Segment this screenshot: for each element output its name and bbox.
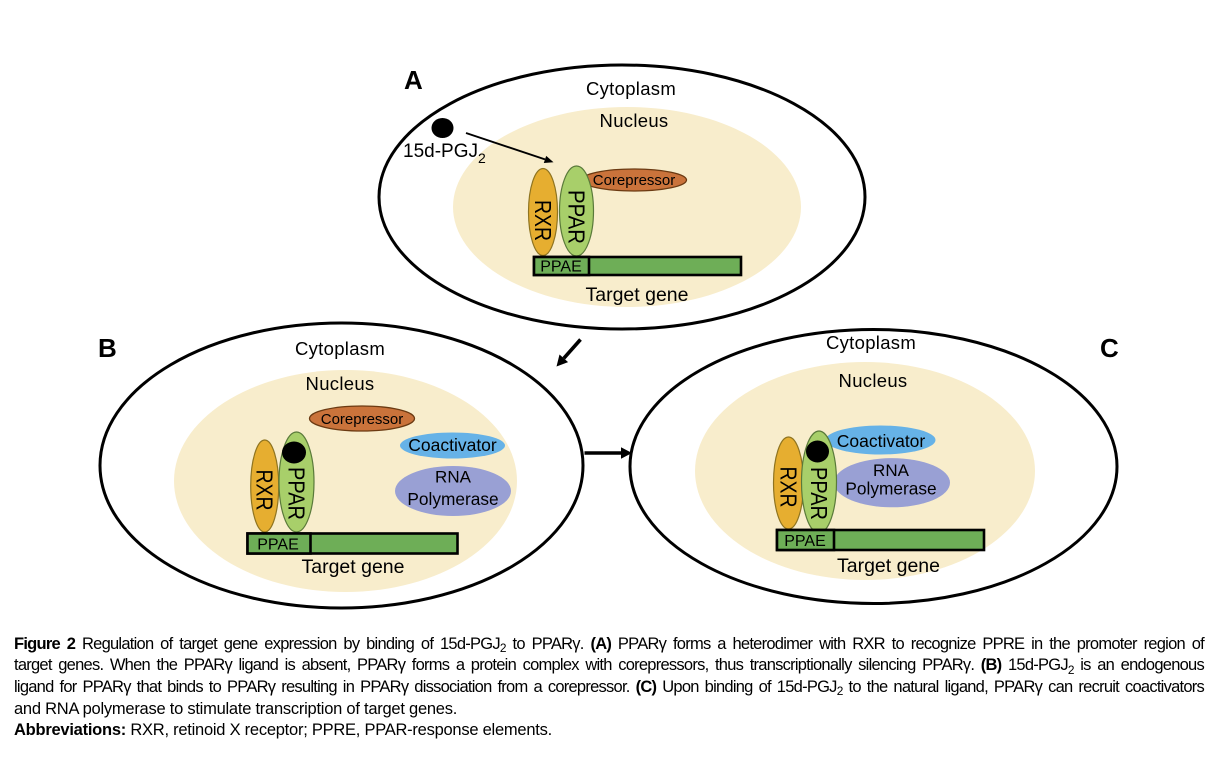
- svg-text:C: C: [1100, 333, 1119, 363]
- svg-text:Nucleus: Nucleus: [306, 373, 375, 394]
- svg-text:PPAR: PPAR: [806, 467, 832, 520]
- svg-text:PPAE: PPAE: [540, 259, 582, 276]
- svg-text:RNA: RNA: [435, 468, 472, 487]
- svg-text:PPAR: PPAR: [284, 467, 310, 520]
- svg-text:Cytoplasm: Cytoplasm: [586, 78, 676, 99]
- svg-text:Corepressor: Corepressor: [321, 411, 404, 428]
- svg-text:15d-PGJ2: 15d-PGJ2: [403, 141, 486, 166]
- svg-text:Nucleus: Nucleus: [839, 370, 908, 391]
- svg-text:Polymerase: Polymerase: [845, 479, 936, 499]
- svg-text:A: A: [404, 65, 423, 95]
- svg-text:RNA: RNA: [873, 461, 910, 480]
- svg-text:Target gene: Target gene: [302, 556, 405, 578]
- svg-text:PPAE: PPAE: [257, 537, 299, 554]
- svg-text:Corepressor: Corepressor: [593, 172, 676, 189]
- svg-text:Cytoplasm: Cytoplasm: [826, 332, 916, 353]
- svg-text:RXR: RXR: [776, 467, 802, 508]
- svg-text:Target gene: Target gene: [837, 555, 940, 577]
- svg-text:Nucleus: Nucleus: [600, 110, 669, 131]
- svg-text:PPAR: PPAR: [564, 190, 590, 244]
- svg-text:PPAE: PPAE: [784, 533, 826, 550]
- svg-text:Coactivator: Coactivator: [837, 431, 926, 451]
- svg-text:Target gene: Target gene: [586, 284, 689, 306]
- svg-text:B: B: [98, 333, 117, 363]
- svg-text:RXR: RXR: [530, 200, 556, 241]
- svg-text:Cytoplasm: Cytoplasm: [295, 338, 385, 359]
- svg-text:RXR: RXR: [252, 470, 278, 511]
- svg-text:Coactivator: Coactivator: [408, 435, 497, 455]
- svg-text:Polymerase: Polymerase: [407, 489, 498, 509]
